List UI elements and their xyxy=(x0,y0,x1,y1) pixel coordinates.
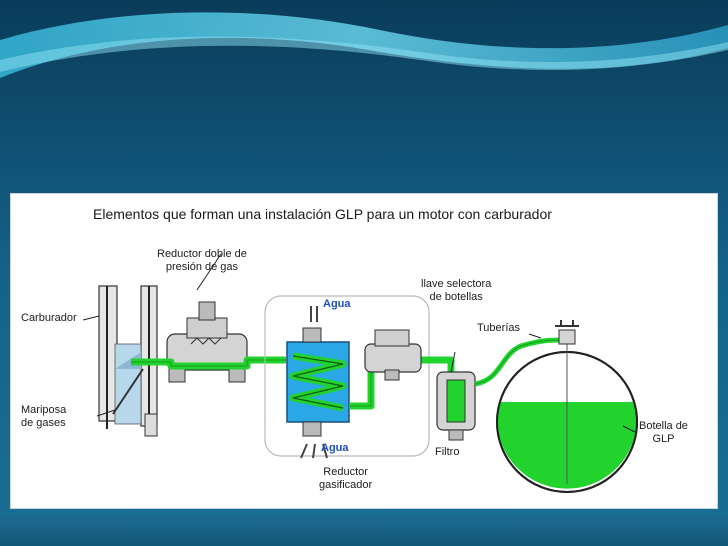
label-agua-top: Agua xyxy=(323,298,351,310)
secondary-regulator xyxy=(364,329,422,381)
label-agua-bottom: Agua xyxy=(321,442,349,454)
label-filtro: Filtro xyxy=(435,446,460,458)
glp-installation-diagram xyxy=(82,253,638,493)
label-reductor-doble: Reductor doble de presión de gas xyxy=(157,248,247,273)
label-reductor-gasificador: Reductor gasificador xyxy=(319,466,373,491)
vaporizer-callout-box xyxy=(264,295,430,457)
leader-carburador xyxy=(82,315,100,321)
glp-bottle xyxy=(496,320,638,493)
leader-mariposa xyxy=(96,409,116,417)
leader-tuberias xyxy=(528,333,542,339)
diagram-panel: Elementos que forman una instalación GLP… xyxy=(10,193,718,509)
vaporizer xyxy=(286,306,350,459)
double-pressure-regulator xyxy=(166,253,248,383)
label-llave-selectora: llave selectora de botellas xyxy=(421,278,492,303)
label-tuberias: Tuberías xyxy=(477,322,521,334)
bottom-band xyxy=(0,514,728,546)
throttle-valve xyxy=(112,368,144,415)
label-botella: Botella de GLP xyxy=(639,420,688,445)
label-mariposa: Mariposa de gases xyxy=(21,404,67,429)
filter xyxy=(436,351,476,441)
leader-botella xyxy=(622,425,636,433)
label-carburador: Carburador xyxy=(21,312,77,324)
diagram-title: Elementos que forman una instalación GLP… xyxy=(93,206,552,222)
